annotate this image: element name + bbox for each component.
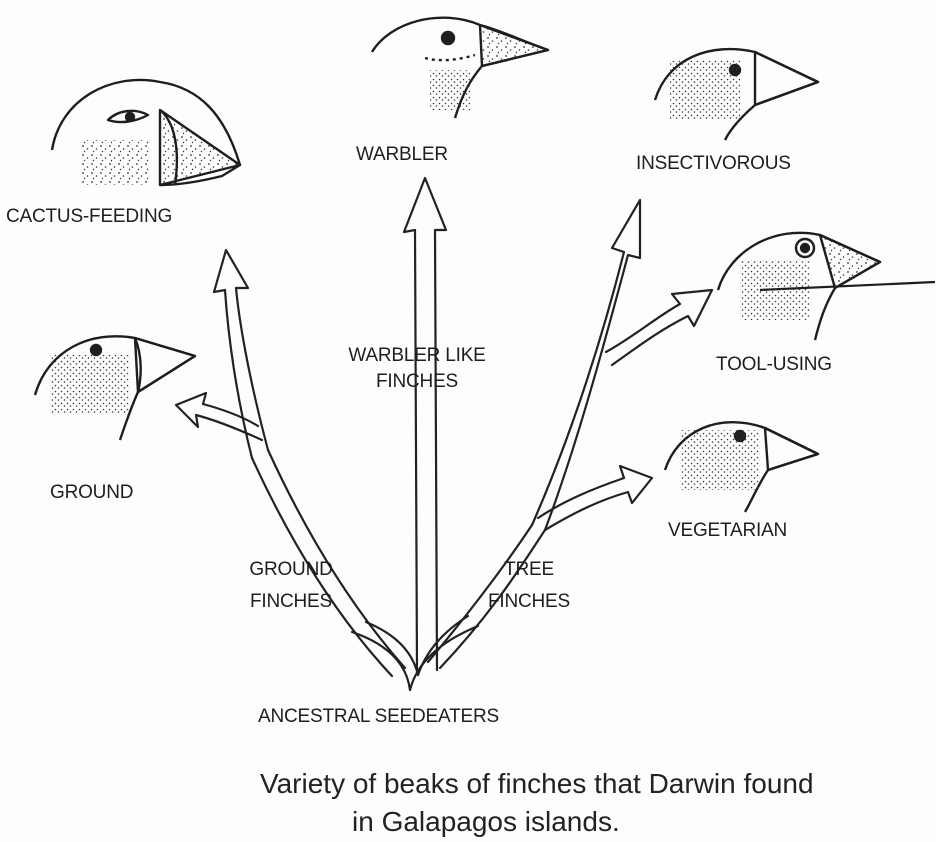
vegetarian-finch-icon xyxy=(665,422,818,512)
label-warbler: WARBLER xyxy=(356,144,448,166)
label-tree-finches-line1: TREE xyxy=(466,559,592,581)
label-warbler-like-line1: WARBLER LIKE xyxy=(336,345,498,367)
arrow-to-ground xyxy=(176,393,262,440)
warbler-trunk-arrow xyxy=(404,178,446,670)
ancestral-base xyxy=(352,626,478,690)
insectivorous-finch-icon xyxy=(655,49,818,140)
tool-using-finch-icon xyxy=(718,233,935,340)
arrow-to-tool-using xyxy=(606,290,712,365)
arrow-to-insectivorous xyxy=(532,200,640,530)
label-insectivorous: INSECTIVOROUS xyxy=(636,153,791,175)
arrow-to-vegetarian xyxy=(538,466,652,530)
cactus-feeding-finch-icon xyxy=(52,80,240,185)
ground-finch-icon xyxy=(35,336,195,440)
arrow-to-cactus xyxy=(214,250,268,458)
label-tree-finches: TREE FINCHES xyxy=(466,559,592,613)
label-warbler-like-line2: FINCHES xyxy=(336,371,498,393)
label-tool-using: TOOL-USING xyxy=(716,354,832,376)
caption-line-2: in Galapagos islands. xyxy=(352,806,620,838)
label-warbler-like-finches: WARBLER LIKE FINCHES xyxy=(336,345,498,393)
label-ground-finches-line1: GROUND xyxy=(226,559,356,581)
label-ground: GROUND xyxy=(50,482,133,504)
caption-line-1: Variety of beaks of finches that Darwin … xyxy=(260,768,814,800)
label-ground-finches-line2: FINCHES xyxy=(226,591,356,613)
label-cactus-feeding: CACTUS-FEEDING xyxy=(6,206,172,228)
label-ground-finches: GROUND FINCHES xyxy=(226,559,356,613)
warbler-finch-icon xyxy=(372,18,548,118)
label-ancestral-seedeaters: ANCESTRAL SEEDEATERS xyxy=(258,706,499,728)
label-vegetarian: VEGETARIAN xyxy=(668,520,787,542)
label-tree-finches-line2: FINCHES xyxy=(466,591,592,613)
